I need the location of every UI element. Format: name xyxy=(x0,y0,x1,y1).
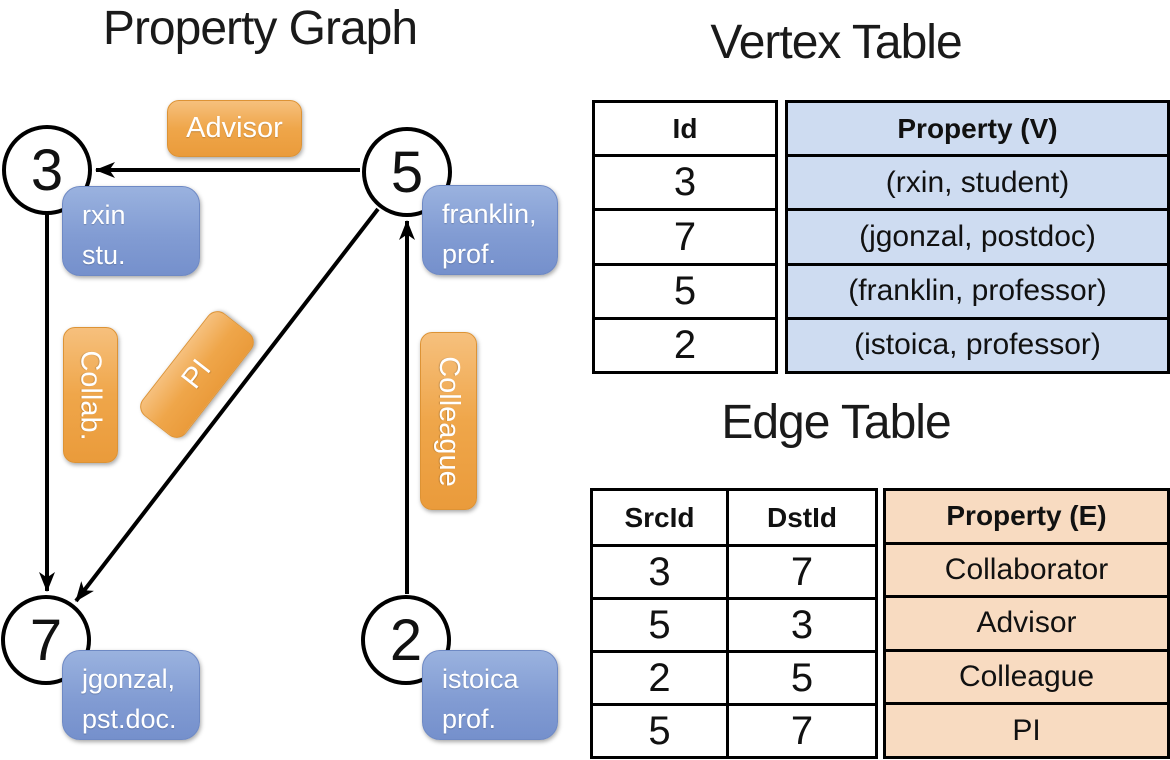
graph-title: Property Graph xyxy=(102,2,418,55)
table-header-cell: Property (E) xyxy=(886,491,1167,542)
edge-label-advisor: Advisor xyxy=(167,100,302,157)
table-header-cell: SrcId xyxy=(624,501,695,533)
edge-label-text: PI xyxy=(175,353,218,395)
edge-label-text: Collab. xyxy=(75,349,107,441)
table-header-cell: Id xyxy=(672,112,698,144)
property-line: prof. xyxy=(442,704,497,734)
property-line: pst.doc. xyxy=(82,704,177,734)
node-id-label: 7 xyxy=(29,607,63,673)
vertex-table-id-column: Id 3 7 5 2 xyxy=(592,100,778,374)
edge-label-text: Advisor xyxy=(186,112,283,144)
table-cell: (jgonzal, postdoc) xyxy=(788,208,1167,263)
table-cell: 7 xyxy=(726,544,875,597)
node-id-label: 5 xyxy=(390,139,424,205)
vertex-property-box-rxin: rxin stu. xyxy=(62,186,200,276)
node-id-label: 3 xyxy=(30,137,64,203)
property-line: prof. xyxy=(442,239,497,269)
node-id-label: 2 xyxy=(389,607,423,673)
table-cell: 5 xyxy=(593,703,727,756)
table-cell: 3 xyxy=(593,544,727,597)
table-cell: (franklin, professor) xyxy=(788,262,1167,317)
table-cell: 7 xyxy=(595,208,775,262)
table-cell: 5 xyxy=(595,262,775,317)
table-cell: (rxin, student) xyxy=(788,154,1167,209)
property-line: stu. xyxy=(82,240,126,270)
table-header-cell: Property (V) xyxy=(788,103,1167,155)
edge-table-title: Edge Table xyxy=(721,396,951,449)
table-cell: (istoica, professor) xyxy=(788,316,1167,372)
vertex-property-box-istoica: istoica prof. xyxy=(422,650,558,740)
edge-label-collab: Collab. xyxy=(63,327,118,463)
property-line: franklin, xyxy=(442,199,537,229)
vertex-property-box-franklin: franklin, prof. xyxy=(422,185,558,275)
node-5: 5 xyxy=(362,127,452,217)
graph-edges-layer xyxy=(39,162,415,603)
table-cell: 3 xyxy=(726,597,875,650)
vertex-table-title: Vertex Table xyxy=(710,16,962,69)
edge-pi-line xyxy=(74,207,380,603)
table-cell: 7 xyxy=(726,703,875,756)
property-line: rxin xyxy=(82,200,126,230)
property-line: jgonzal, xyxy=(82,664,176,694)
table-cell: 2 xyxy=(593,650,727,703)
table-cell: 5 xyxy=(726,650,875,703)
table-cell: 2 xyxy=(595,316,775,371)
table-cell: Colleague xyxy=(886,648,1167,703)
vertex-property-box-jgonzal: jgonzal, pst.doc. xyxy=(62,650,200,740)
edge-table-property-column: Property (E) Collaborator Advisor Collea… xyxy=(883,488,1170,759)
edge-label-text: Colleague xyxy=(433,355,466,487)
table-cell: 3 xyxy=(595,154,775,208)
table-cell: 5 xyxy=(593,597,727,650)
node-2: 2 xyxy=(361,595,451,685)
table-cell: Collaborator xyxy=(886,541,1167,596)
property-line: istoica xyxy=(442,664,519,694)
table-cell: PI xyxy=(886,702,1167,756)
edge-table-src-dst-columns: SrcId DstId 3 7 5 3 2 5 5 7 xyxy=(590,488,878,759)
table-header-cell: DstId xyxy=(726,491,875,544)
edge-label-colleague: Colleague xyxy=(420,332,477,510)
vertex-table-property-column: Property (V) (rxin, student) (jgonzal, p… xyxy=(785,100,1170,374)
table-cell: Advisor xyxy=(886,595,1167,649)
